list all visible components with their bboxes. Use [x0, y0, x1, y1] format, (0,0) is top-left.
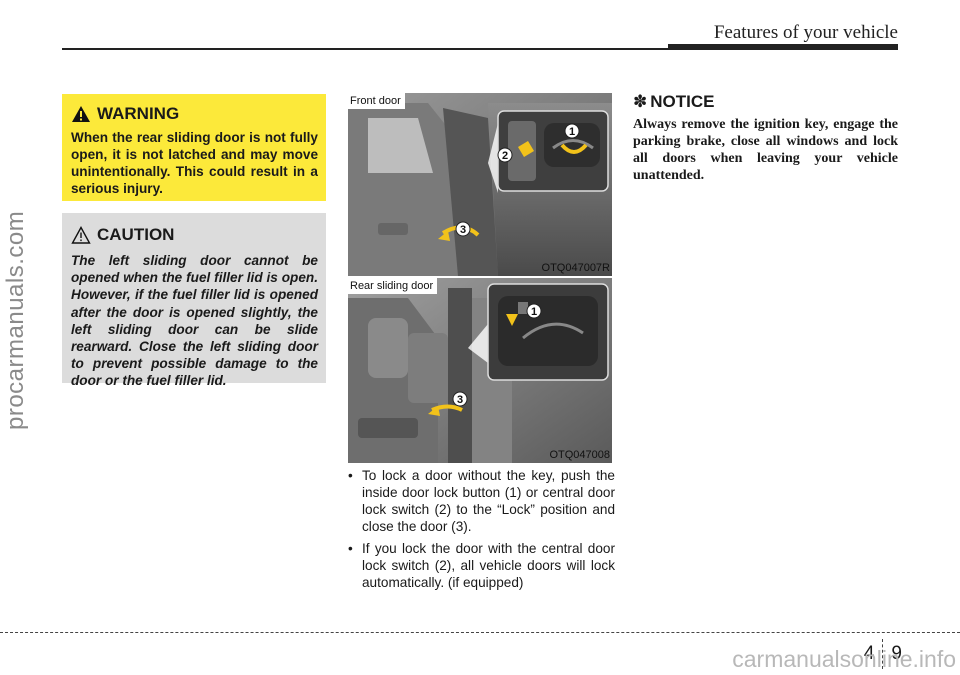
page-section: 4 — [863, 643, 875, 664]
list-item: If you lock the door with the central do… — [340, 540, 615, 591]
rear-door-illustration: 1 3 — [348, 278, 612, 463]
callout-2: 2 — [497, 147, 513, 163]
callout-3: 3 — [455, 221, 471, 237]
footer-rule — [0, 632, 960, 633]
figure-code: OTQ047007R — [541, 262, 610, 274]
front-door-illustration: 1 2 3 — [348, 93, 612, 276]
svg-text:2: 2 — [502, 150, 508, 162]
warning-text: When the rear sliding door is not fully … — [71, 130, 318, 196]
svg-text:3: 3 — [460, 224, 466, 236]
figure-label: Rear sliding door — [348, 278, 438, 294]
section-title: Features of your vehicle — [713, 22, 898, 43]
caution-text: The left sliding door cannot be opened w… — [71, 253, 318, 389]
page-number: 4 9 — [864, 639, 902, 669]
notice-star-icon: ✽ — [633, 92, 648, 111]
figure-code: OTQ047008 — [549, 449, 610, 461]
rear-sliding-door-figure: 1 3 Rear sliding door OTQ047008 — [348, 278, 612, 463]
front-door-figure: 1 2 3 Front door OTQ047007R — [348, 93, 612, 276]
callout-1: 1 — [526, 303, 542, 319]
caution-box: CAUTION The left sliding door cannot be … — [62, 213, 326, 388]
warning-triangle-icon — [71, 105, 91, 123]
footer-watermark: carmanualsonline.info — [732, 646, 956, 672]
figure-label: Front door — [348, 93, 405, 109]
svg-text:3: 3 — [457, 394, 463, 406]
notice-heading: ✽ NOTICE — [633, 92, 898, 112]
notice-text: Always remove the ignition key, engage t… — [633, 117, 898, 183]
notice-section: ✽ NOTICE Always remove the ignition key,… — [633, 92, 898, 184]
side-watermark: procarmanuals.com — [2, 210, 29, 430]
list-item: To lock a door without the key, push the… — [340, 467, 615, 535]
page-index: 9 — [891, 643, 902, 664]
header-rule-accent — [668, 44, 898, 50]
instruction-list: To lock a door without the key, push the… — [340, 467, 615, 596]
svg-text:1: 1 — [569, 126, 575, 138]
svg-text:1: 1 — [531, 306, 537, 318]
caution-triangle-icon — [71, 226, 91, 244]
callout-1: 1 — [564, 123, 580, 139]
warning-title: WARNING — [97, 104, 180, 123]
notice-title: NOTICE — [650, 92, 715, 111]
header-rule — [62, 48, 898, 50]
warning-box: WARNING When the rear sliding door is no… — [62, 94, 326, 201]
warning-heading: WARNING — [71, 104, 318, 124]
callout-3: 3 — [452, 391, 468, 407]
caution-heading: CAUTION — [71, 225, 318, 245]
caution-title: CAUTION — [97, 225, 175, 244]
page-divider — [882, 639, 884, 669]
